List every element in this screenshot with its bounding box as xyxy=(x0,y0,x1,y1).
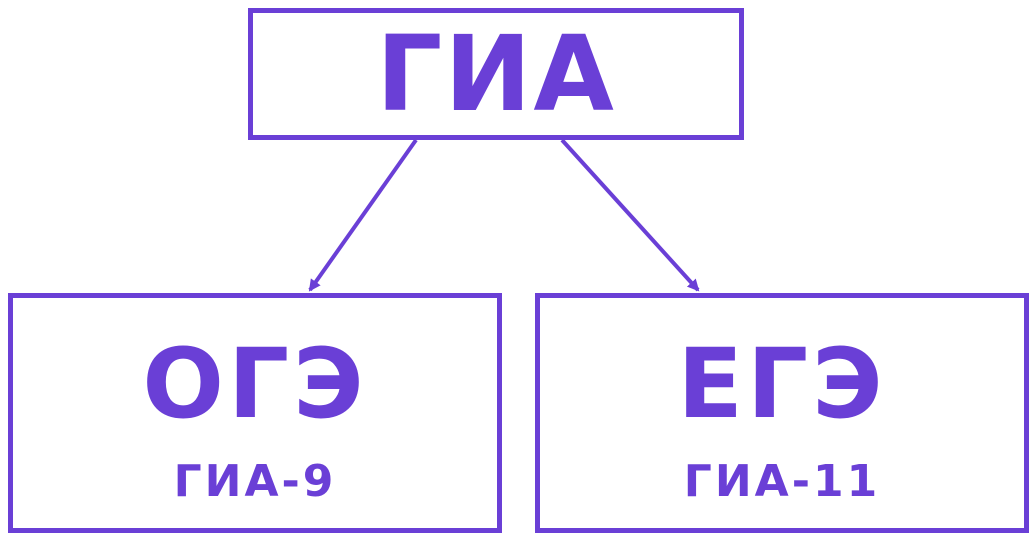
child-node-ege-label: ЕГЭ xyxy=(677,328,887,440)
arrow-to-oge xyxy=(308,138,418,292)
child-node-ege-sublabel: ГИА-11 xyxy=(683,456,881,507)
root-node-label: ГИА xyxy=(376,13,616,135)
arrow-to-ege xyxy=(560,138,700,292)
root-node-gia: ГИА xyxy=(248,8,744,140)
child-node-ege: ЕГЭ ГИА-11 xyxy=(535,293,1029,533)
child-node-oge-label: ОГЭ xyxy=(142,328,368,440)
child-node-oge-sublabel: ГИА-9 xyxy=(173,456,337,507)
child-node-oge: ОГЭ ГИА-9 xyxy=(8,293,502,533)
